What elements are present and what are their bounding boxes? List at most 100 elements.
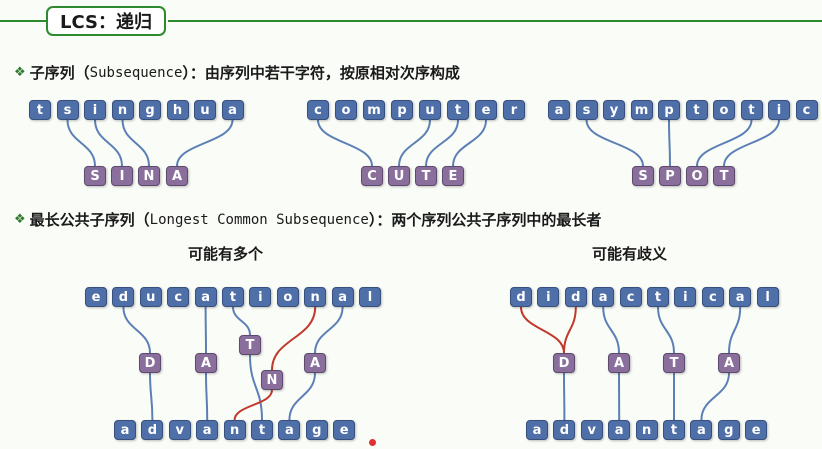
computer-tile-4: u (419, 100, 441, 120)
didactical-tile-7: c (701, 287, 724, 307)
tsinghua-tile-6: u (194, 100, 216, 120)
didactical-tile-2: d (564, 287, 587, 307)
left-top-connector-0 (122, 306, 151, 354)
asymptotic-tile-2: y (603, 100, 625, 120)
advantage-right-tile-1: d (553, 420, 576, 440)
educational-tile-8: n (304, 287, 327, 307)
asymptotic-tile-6: o (713, 100, 735, 120)
right-top-connector-2 (657, 306, 675, 354)
asymptotic-tile-5: t (685, 100, 708, 120)
sina-connector-3 (176, 119, 234, 167)
asymptotic-tile-0: a (548, 100, 570, 120)
right-top-connector-3 (728, 306, 742, 354)
heading-subsequence: ❖ 子序列（ Subsequence ）：由序列中若干字符，按原相对次序构成 (14, 64, 460, 82)
spot-tile-1: P (659, 166, 681, 186)
lcs-left-tile-1: A (195, 353, 217, 373)
educational-tile-9: a (331, 287, 354, 307)
advantage-left-tile-5: t (251, 420, 273, 440)
didactical-tile-3: a (592, 287, 615, 307)
right-bottom-connector-3 (700, 372, 730, 421)
left-top-connector-2 (232, 306, 251, 336)
cute-connector-0 (317, 119, 373, 167)
left-top-connector-4 (314, 306, 344, 354)
right-top-connector-1 (602, 306, 620, 354)
right-top-connector-0a (520, 306, 565, 354)
computer-tile-6: e (475, 100, 497, 120)
didactical-tile-0: d (510, 287, 532, 307)
lcs-right-tile-3: A (718, 353, 740, 373)
computer-tile-2: m (363, 100, 385, 120)
didactical-tile-6: i (674, 287, 697, 307)
sina-tile-3: A (166, 166, 188, 186)
educational-tile-7: o (276, 287, 299, 307)
sina-connector-1 (94, 119, 123, 167)
advantage-left-tile-0: a (114, 420, 136, 440)
title-rule-left (0, 20, 46, 22)
tsinghua-tile-7: a (221, 100, 244, 120)
spot-connector-0 (585, 119, 644, 167)
tsinghua-tile-2: i (84, 100, 106, 120)
didactical-tile-4: c (619, 287, 642, 307)
spot-connector-2 (696, 119, 753, 167)
didactical-tile-9: l (756, 287, 779, 307)
left-bottom-connector-1 (205, 372, 209, 421)
advantage-left-tile-1: d (141, 420, 164, 440)
computer-tile-0: c (307, 100, 329, 120)
educational-tile-3: c (167, 287, 190, 307)
educational-tile-5: t (222, 287, 244, 307)
right-top-connector-0b (563, 306, 577, 354)
lcs-left-tile-0: D (139, 353, 161, 373)
asymptotic-tile-7: t (740, 100, 763, 120)
lcs-left-tile-2: T (239, 335, 261, 355)
advantage-left-tile-8: e (333, 420, 356, 440)
diamond-bullet-icon: ❖ (14, 65, 26, 80)
cute-tile-3: E (442, 166, 464, 186)
advantage-right-tile-5: t (663, 420, 685, 440)
left-top-connector-3 (271, 306, 317, 371)
asymptotic-tile-8: i (768, 100, 790, 120)
educational-tile-10: l (359, 287, 381, 307)
lcs-right-tile-1: A (608, 353, 630, 373)
spot-connector-3 (723, 119, 780, 167)
cute-connector-1 (398, 119, 431, 167)
lcs-right-tile-0: D (553, 353, 575, 373)
lcs-left-tile-3: N (261, 370, 283, 390)
educational-tile-6: i (249, 287, 272, 307)
advantage-right-tile-7: g (717, 420, 740, 440)
advantage-right-tile-0: a (526, 420, 548, 440)
computer-tile-7: r (503, 100, 525, 120)
advantage-left-tile-3: a (196, 420, 219, 440)
spot-tile-2: O (686, 166, 708, 186)
advantage-right-tile-8: e (745, 420, 768, 440)
pointer-dot (369, 439, 376, 446)
educational-tile-2: u (139, 287, 162, 307)
note-multiple: 可能有多个 (188, 245, 264, 263)
spot-tile-3: T (713, 166, 735, 186)
asymptotic-tile-3: m (630, 100, 653, 120)
slide-title: LCS：递归 (46, 6, 166, 36)
advantage-right-tile-4: n (635, 420, 658, 440)
cute-tile-0: C (361, 166, 383, 186)
computer-tile-5: t (447, 100, 469, 120)
left-bottom-connector-2 (249, 354, 263, 421)
heading-lcs: ❖ 最长公共子序列（ Longest Common Subsequence ）：… (14, 211, 602, 229)
advantage-left-tile-6: a (278, 420, 301, 440)
left-bottom-connector-4 (288, 372, 316, 421)
sina-connector-2 (121, 119, 150, 167)
tsinghua-tile-0: t (29, 100, 51, 120)
cute-tile-2: T (415, 166, 437, 186)
advantage-left-tile-7: g (305, 420, 328, 440)
educational-tile-4: a (194, 287, 217, 307)
cute-tile-1: U (388, 166, 410, 186)
sina-tile-2: N (138, 166, 160, 186)
asymptotic-tile-1: s (575, 100, 598, 120)
left-bottom-connector-0 (149, 372, 154, 421)
educational-tile-0: e (85, 287, 107, 307)
tsinghua-tile-1: s (56, 100, 79, 120)
computer-tile-3: p (391, 100, 413, 120)
educational-tile-1: d (112, 287, 135, 307)
asymptotic-tile-9: c (795, 100, 818, 120)
advantage-left-tile-2: v (168, 420, 191, 440)
lcs-left-tile-4: A (304, 353, 326, 373)
